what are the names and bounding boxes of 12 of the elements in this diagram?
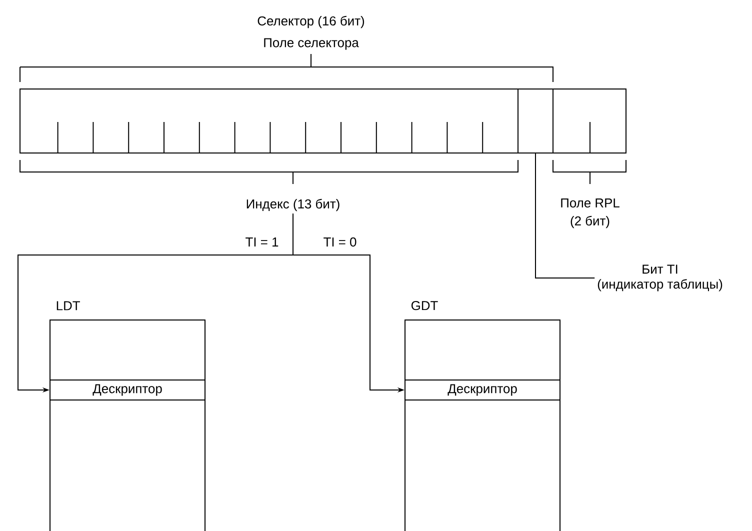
descriptor-row: Дескриптор	[50, 380, 206, 400]
field-label: Бит TI (индикатор таблицы)	[598, 264, 722, 292]
field-label: Индекс (13 бит)	[246, 198, 340, 212]
field-label: Поле селектора	[264, 38, 359, 50]
field-label: Селектор (16 бит)	[258, 16, 364, 28]
edge-label: TI = 0	[322, 236, 358, 248]
edge-label: TI = 1	[244, 236, 280, 248]
field-label: Поле RPL	[561, 198, 620, 208]
field-label: (2 бит)	[570, 216, 610, 228]
leader-line	[535, 153, 596, 278]
ti-bit-cell	[518, 88, 554, 154]
descriptor-row: Дескриптор	[404, 380, 560, 400]
